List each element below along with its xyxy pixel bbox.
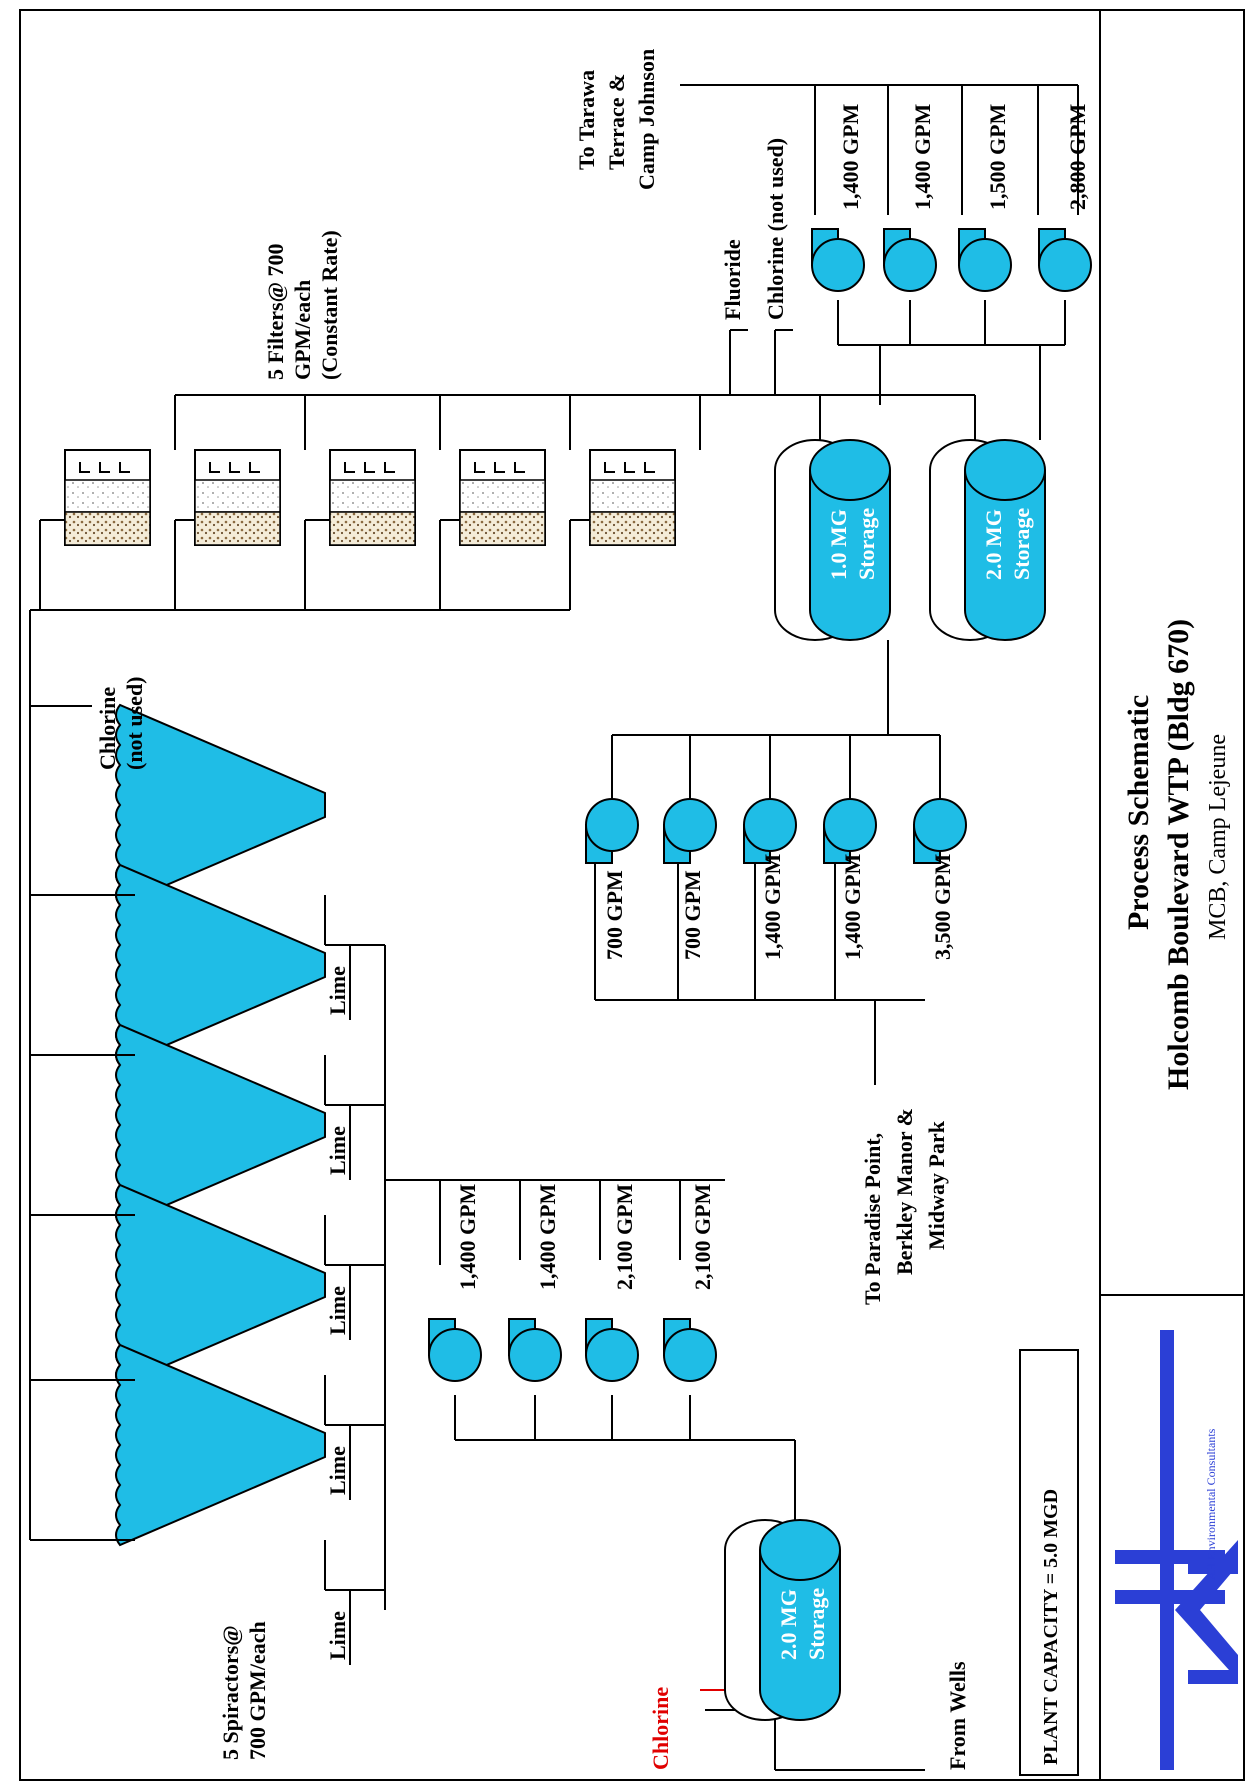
from-wells-label: From Wells	[945, 1661, 970, 1770]
spiractors-label-1: 5 Spiractors@	[218, 1625, 243, 1760]
to-tarawa-1: To Tarawa	[574, 70, 599, 170]
filters-label-3: (Constant Rate)	[317, 230, 342, 380]
storage-tank-1mg-label-2: Storage	[854, 508, 879, 580]
plant-capacity-label: PLANT CAPACITY = 5.0 MGD	[1040, 1489, 1062, 1765]
fluoride-label: Fluoride	[720, 239, 745, 320]
raw-pump-label-3: 2,100 GPM	[612, 1183, 637, 1290]
raw-pump-3	[585, 1318, 639, 1382]
filter-1	[64, 449, 151, 546]
to-paradise-1: To Paradise Point,	[860, 1133, 885, 1305]
title-line-3: MCB, Camp Lejeune	[1205, 734, 1231, 940]
storage-tank-1mg-label-1: 1.0 MG	[826, 509, 851, 580]
distribution-pump-label-4: 2,800 GPM	[1065, 103, 1090, 210]
title-block: Process Schematic Holcomb Boulevard WTP …	[1122, 619, 1231, 1090]
lime-label-5: Lime	[325, 1611, 350, 1660]
transfer-pump-5	[913, 798, 967, 864]
filters	[64, 449, 676, 546]
raw-pump-label-4: 2,100 GPM	[690, 1183, 715, 1290]
pumps: 1,400 GPM 1,400 GPM 2,100 GPM 2,100 GPM 700 …	[428, 103, 1092, 1382]
chlorine-red-label: Chlorine	[648, 1687, 673, 1770]
ah-logo: AH Environmental Consultants	[1115, 1330, 1238, 1770]
page-border	[19, 9, 1245, 1781]
title-line-1: Process Schematic	[1122, 695, 1155, 930]
filter-3	[329, 449, 416, 546]
distribution-pump-label-3: 1,500 GPM	[985, 103, 1010, 210]
spiractor-2	[115, 863, 326, 1067]
to-tarawa-3: Camp Johnson	[634, 49, 659, 190]
transfer-pump-label-4: 1,400 GPM	[840, 853, 865, 960]
distribution-pump-4	[1038, 228, 1092, 292]
filter-pipes	[30, 84, 1079, 1085]
spiractor-3	[115, 1023, 326, 1227]
storage-tank-2mg-wells-label-2: Storage	[804, 1588, 829, 1660]
distribution-pump-label-2: 1,400 GPM	[910, 103, 935, 210]
chlorine-mid-label-1: Chlorine	[95, 687, 120, 770]
spiractors-label-2: 700 GPM/each	[245, 1621, 270, 1760]
filters-label-1: 5 Filters@ 700	[263, 243, 288, 380]
chlorine-top-label: Chlorine (not used)	[763, 138, 788, 320]
filter-2	[194, 449, 281, 546]
lime-label-1: Lime	[325, 966, 350, 1015]
raw-pump-4	[663, 1318, 717, 1382]
distribution-pump-label-1: 1,400 GPM	[838, 103, 863, 210]
to-paradise-2: Berkley Manor &	[892, 1108, 917, 1275]
storage-tank-2mg-top-label-2: Storage	[1009, 508, 1034, 580]
distribution-pump-1	[811, 228, 865, 292]
spiractor-4	[115, 1183, 326, 1387]
lime-label-4: Lime	[325, 1446, 350, 1495]
to-tarawa-2: Terrace &	[604, 74, 629, 170]
transfer-pump-2	[663, 798, 717, 864]
spiractor-5	[115, 1343, 326, 1547]
storage-tank-2mg-top-label-1: 2.0 MG	[981, 509, 1006, 580]
filters-label-2: GPM/each	[290, 280, 315, 380]
transfer-pump-label-3: 1,400 GPM	[760, 853, 785, 960]
to-paradise-3: Midway Park	[924, 1120, 949, 1250]
lime-label-3: Lime	[325, 1286, 350, 1335]
transfer-pump-3	[743, 798, 797, 864]
transfer-pump-1	[585, 798, 639, 864]
plant-capacity-box: PLANT CAPACITY = 5.0 MGD	[1019, 1349, 1079, 1776]
chlorine-mid-label-2: (not used)	[122, 676, 147, 770]
transfer-pump-label-5: 3,500 GPM	[930, 853, 955, 960]
filter-5	[589, 449, 676, 546]
raw-pump-1	[428, 1318, 482, 1382]
spiractors	[115, 703, 326, 1547]
transfer-pump-label-1: 700 GPM	[602, 870, 627, 960]
raw-pump-label-2: 1,400 GPM	[535, 1183, 560, 1290]
spiractor-1	[115, 703, 326, 907]
lime-label-2: Lime	[325, 1126, 350, 1175]
title-line-2: Holcomb Boulevard WTP (Bldg 670)	[1162, 619, 1195, 1090]
transfer-pump-label-2: 700 GPM	[680, 870, 705, 960]
company-name: AH Environmental Consultants	[1204, 1428, 1218, 1580]
distribution-pump-3	[958, 228, 1012, 292]
distribution-pump-2	[883, 228, 937, 292]
filter-4	[459, 449, 546, 546]
storage-tank-2mg-wells-label-1: 2.0 MG	[776, 1589, 801, 1660]
transfer-pump-4	[823, 798, 877, 864]
raw-pump-2	[508, 1318, 562, 1382]
raw-pump-label-1: 1,400 GPM	[455, 1183, 480, 1290]
logo-mark	[1115, 1330, 1238, 1770]
